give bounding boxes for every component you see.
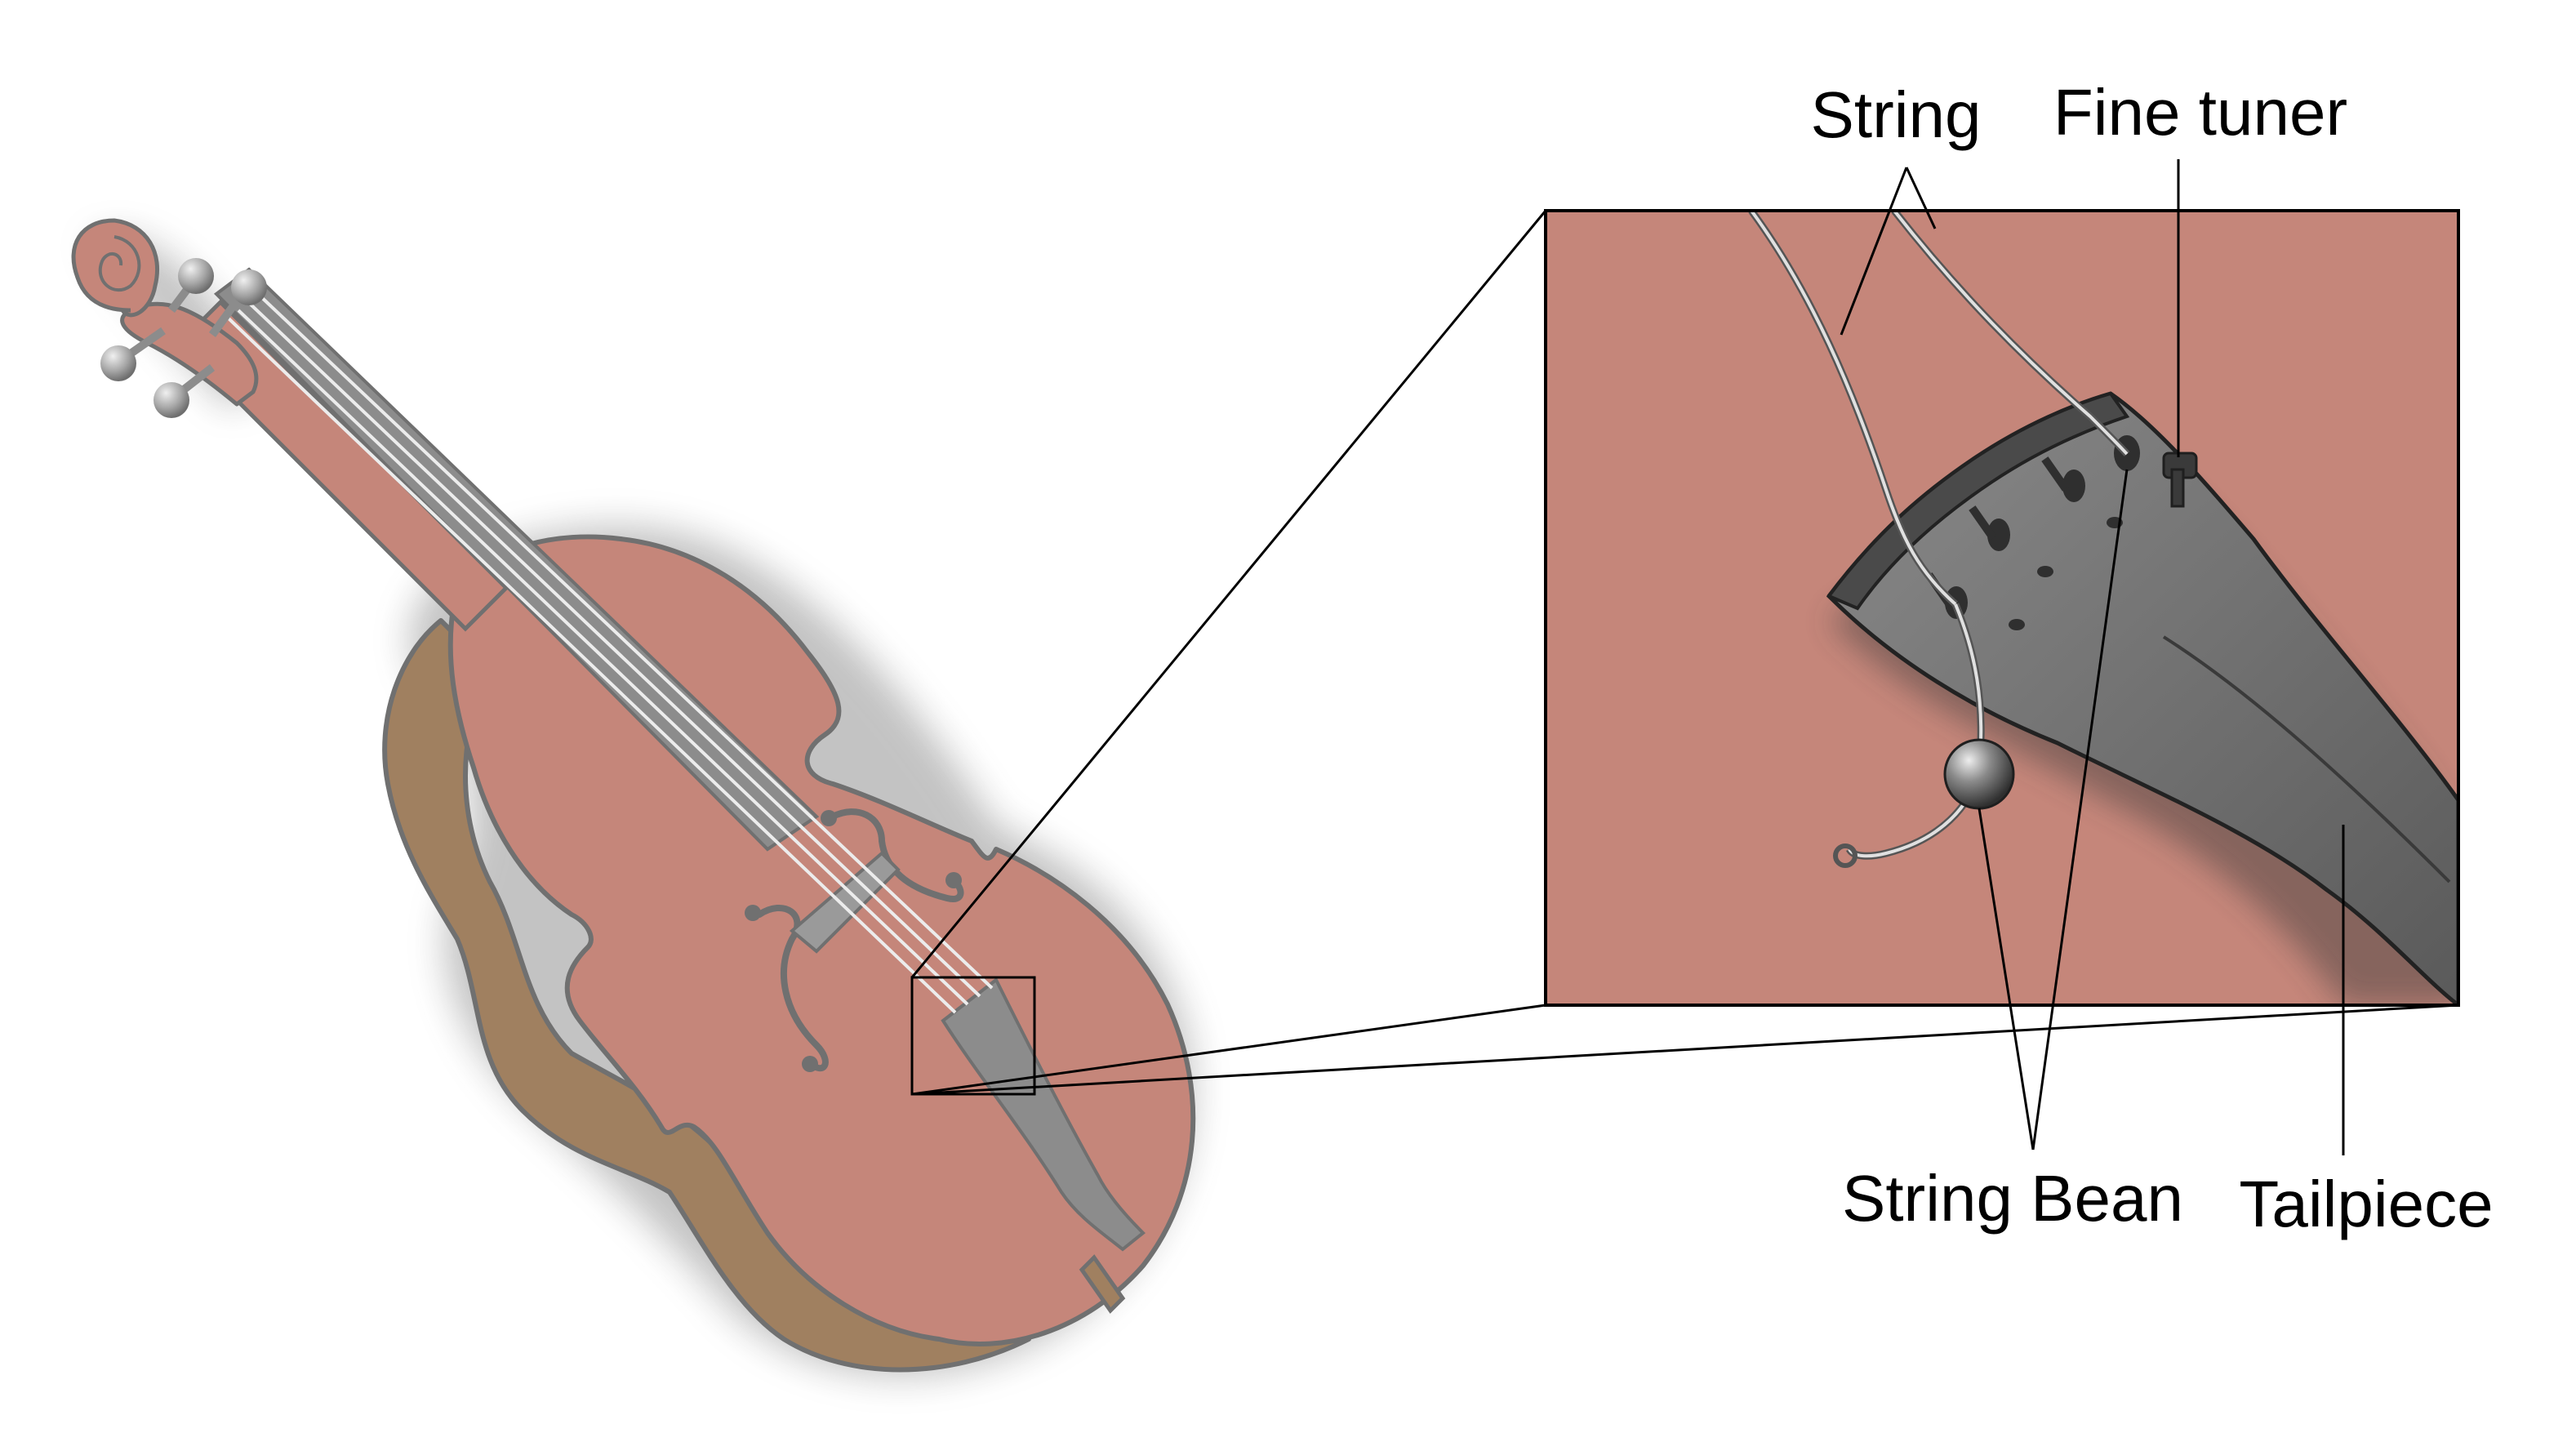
string-loop [1833,843,1857,868]
leader-string-left [1840,167,1908,336]
inset-tailpiece-bevel [1826,391,2130,611]
string-hole-3 [2062,470,2085,502]
string-hole-2 [1987,518,2010,551]
cello-tailpiece [941,977,1146,1252]
f-hole-right [830,808,964,902]
cello-string-1 [227,317,957,1014]
f-hole-right-eye-bottom [945,872,962,888]
f-hole-right-eye-top [821,810,837,826]
string-bean-bead [1943,738,2015,810]
zoom-region-box [910,976,1036,1096]
bridge [789,851,901,954]
zoom-connectors [910,210,2459,1096]
tuning-peg-2 [231,269,267,305]
leader-string-right [1905,167,1937,229]
tuning-pegs [100,258,267,418]
f-hole-left-eye-bottom [802,1056,818,1072]
scroll [71,218,160,318]
fine-tuner-hardware [2162,452,2198,508]
leader-lines [1840,159,2345,1155]
zoomed-inset [1544,209,2460,1007]
tuning-peg-4 [153,382,189,418]
label-fine-tuner: Fine tuner [2053,76,2347,149]
inset-tailpiece-ridge [2162,635,2451,883]
leader-string-bean-2 [2031,469,2129,1150]
f-hole-left-eye-top [745,905,761,921]
cello-string-3 [247,300,981,998]
labels: String Fine tuner String Bean Tailpiece [1811,76,2494,1240]
label-string: String [1811,78,1982,151]
leader-string-bean-1 [1978,808,2035,1150]
cello-string-2 [237,309,969,1006]
label-string-bean: String Bean [1842,1162,2183,1235]
cello-string-4 [256,292,994,990]
zoom-connector-bottom-left [911,1004,1546,1096]
cello-strings [227,292,994,1014]
inset-frame [1544,209,2460,1007]
zoom-connector-top [910,210,1547,978]
endpin [1079,1254,1126,1314]
tuning-peg-1 [178,258,214,294]
label-tailpiece: Tailpiece [2239,1168,2493,1240]
tuning-peg-3 [100,345,136,381]
pegbox [120,301,259,407]
f-hole-left [756,904,829,1072]
zoom-connector-bottom-right [911,1004,2459,1096]
cello-illustration [71,218,1196,1377]
